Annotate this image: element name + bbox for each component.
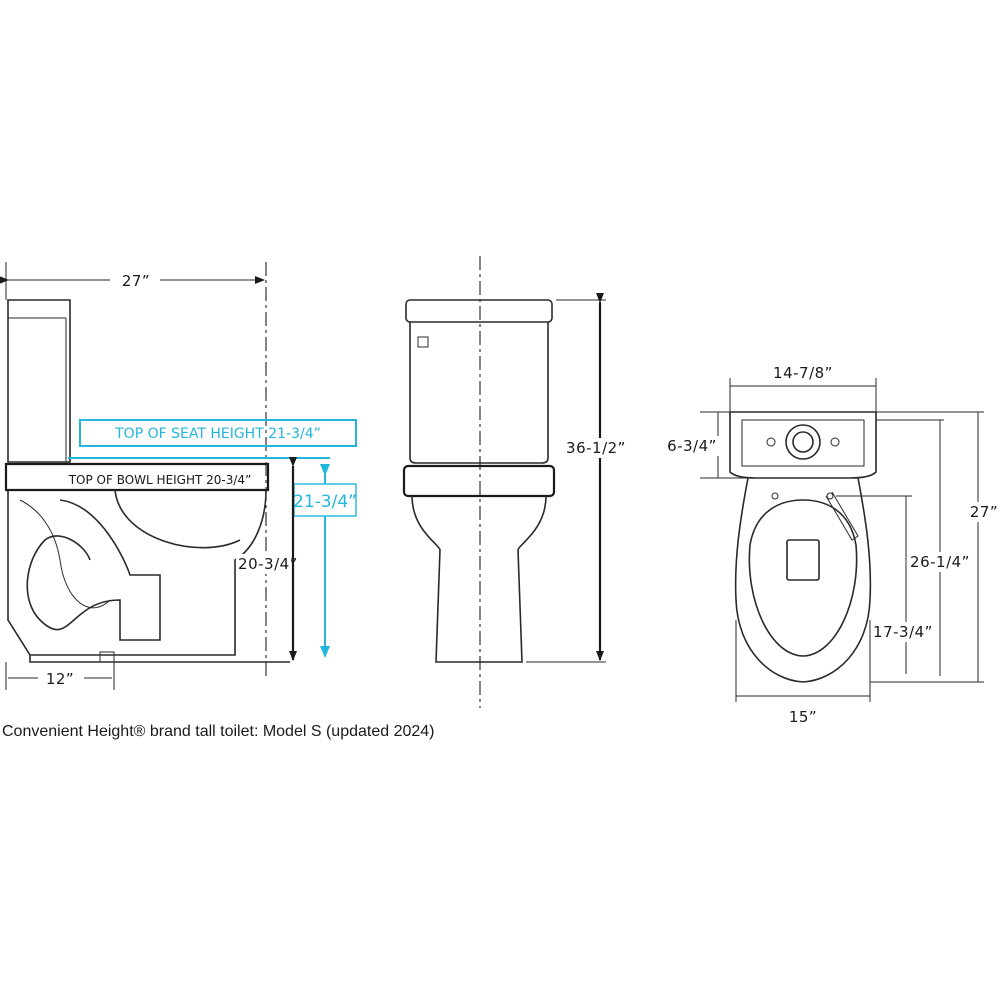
center-bg	[870, 622, 936, 642]
front-height-dim-bg	[566, 438, 630, 458]
center-dim: 17-3/4”	[873, 623, 933, 641]
bowl-height-dim: 20-3/4”	[238, 555, 298, 573]
top-bowl-outlet	[786, 539, 820, 581]
side-tank	[7, 299, 71, 463]
front-seat	[402, 464, 556, 498]
front-bowl	[411, 495, 547, 663]
seat-height-label: TOP OF SEAT HEIGHT 21-3/4”	[114, 426, 321, 442]
front-view: 36-1/2”	[402, 256, 630, 708]
seat-height-box	[79, 419, 357, 447]
top-tank	[729, 411, 877, 479]
bowl-width-dim: 15”	[789, 708, 817, 726]
side-bolt	[99, 651, 115, 663]
tank-depth-dim: 6-3/4”	[667, 437, 717, 455]
tank-bolt-right	[830, 437, 840, 447]
rough-in-dim: 12”	[46, 670, 74, 688]
overall-depth-dim: 27”	[970, 503, 998, 521]
top-bowl-seat	[748, 499, 858, 657]
side-seat	[4, 462, 270, 492]
top-tank-inner	[741, 419, 865, 467]
front-tank-body	[409, 322, 549, 464]
seat-hinge-right	[826, 492, 834, 500]
tank-width-dim: 14-7/8”	[773, 364, 833, 382]
side-bowl-rim	[114, 489, 241, 549]
bowl-length-bg	[906, 552, 974, 572]
top-view: 14-7/8” 6-3/4” 27” 26-1/4”	[664, 364, 1000, 726]
lever-arm	[825, 491, 859, 541]
flush-button-icon	[792, 431, 814, 453]
rough-in-bg	[38, 668, 84, 688]
tank-bolt-left	[766, 437, 776, 447]
side-floor-line	[29, 655, 290, 663]
bowl-length-dim: 26-1/4”	[910, 553, 970, 571]
overall-depth-bg	[964, 502, 1000, 522]
side-trapway	[26, 499, 161, 641]
front-tank-lid	[405, 299, 553, 323]
flush-button-outer	[785, 424, 821, 460]
front-height-dim: 36-1/2”	[566, 439, 626, 457]
flush-handle-icon	[417, 336, 429, 348]
bowl-height-dim-bg	[236, 554, 288, 574]
top-bowl-outline	[734, 477, 872, 683]
bowl-height-label: TOP OF BOWL HEIGHT 20-3/4”	[68, 473, 252, 487]
side-trapway-inner	[19, 499, 111, 609]
seat-hinge-left	[771, 492, 779, 500]
side-tank-lid-line	[8, 317, 67, 462]
seat-height-dim-box	[293, 483, 357, 517]
seat-height-dim: 21-3/4”	[293, 492, 357, 512]
side-bowl-outline	[7, 489, 267, 656]
drawing-caption: Convenient Height® brand tall toilet: Mo…	[2, 723, 435, 740]
side-depth-label-bg	[110, 271, 160, 289]
side-view: 27” TOP OF BOWL HEIGHT 20-3/4” TOP OF SE…	[0, 262, 357, 690]
tank-depth-bg	[664, 436, 722, 456]
side-depth-dim: 27”	[122, 272, 150, 290]
